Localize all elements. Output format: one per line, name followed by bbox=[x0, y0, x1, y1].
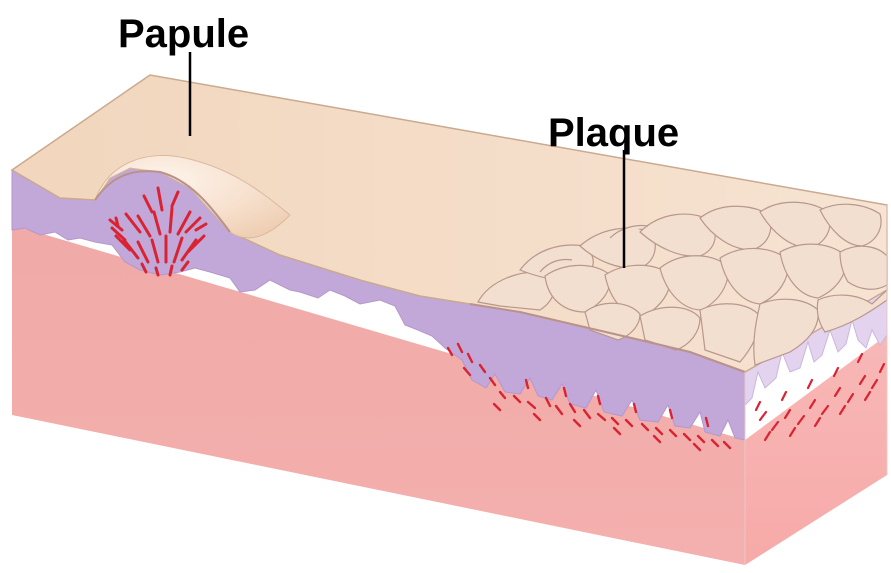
plaque-label: Plaque bbox=[548, 111, 679, 155]
papule-label: Papule bbox=[118, 12, 249, 56]
